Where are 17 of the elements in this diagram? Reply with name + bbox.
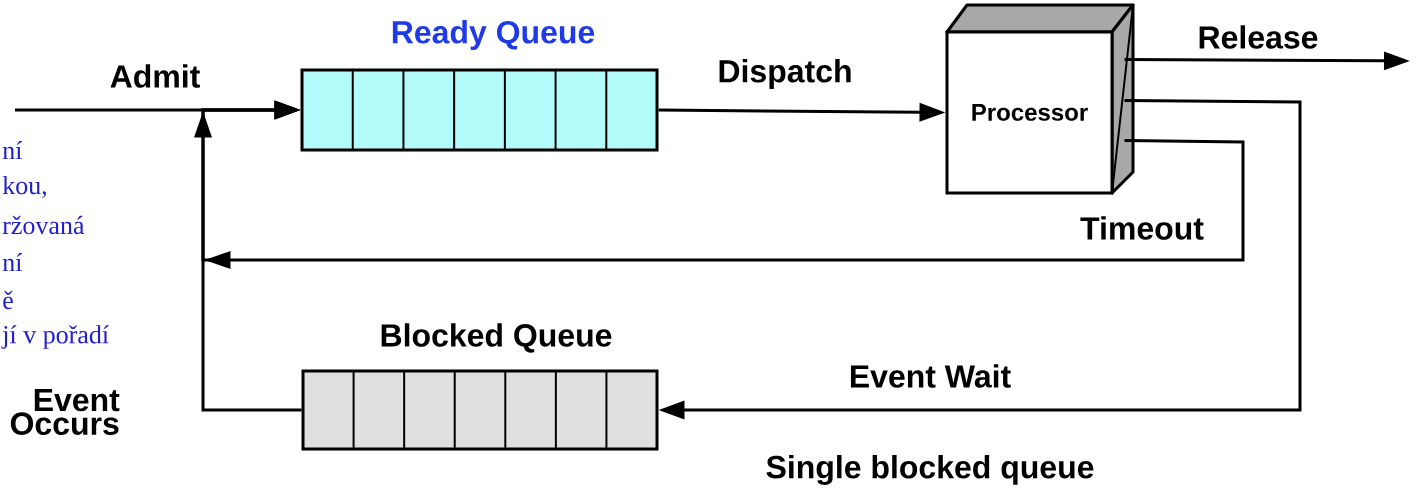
- note-text: ní: [2, 252, 23, 272]
- edge-label: Event Occurs: [0, 387, 122, 437]
- note-text: kou,: [2, 175, 47, 198]
- arrow: [194, 100, 302, 412]
- edge-label: Admit: [107, 62, 203, 90]
- edge-label: Dispatch: [715, 57, 855, 91]
- note-text: ržovaná: [2, 215, 85, 235]
- note-text: ní: [2, 140, 23, 160]
- queue-heading: Blocked Queue: [381, 323, 612, 353]
- note-text: jí v pořadí: [1, 325, 109, 349]
- processor-cube: Processor: [945, 3, 1135, 195]
- note-text: ě: [3, 290, 13, 310]
- caption-text: Single blocked queue: [766, 455, 1094, 485]
- edge-label: Release: [1195, 23, 1321, 51]
- edge-label: Event Wait: [846, 362, 1014, 390]
- edge-label: Timeout: [1078, 214, 1206, 242]
- queue-heading: Ready Queue: [392, 20, 595, 50]
